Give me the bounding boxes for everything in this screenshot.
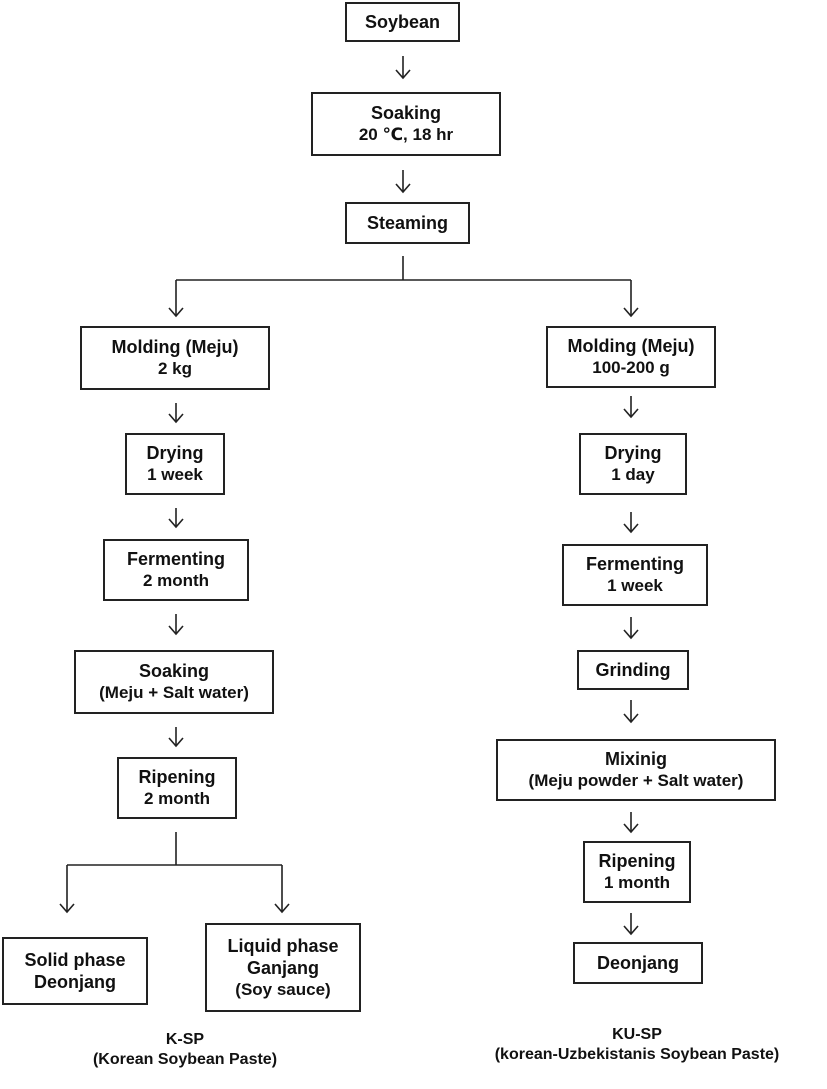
step-detail: 1 week <box>147 465 203 484</box>
k-result-liquid-phase: Liquid phase Ganjang (Soy sauce) <box>205 923 361 1012</box>
step-detail: (Meju + Salt water) <box>99 683 249 702</box>
ku-step-molding: Molding (Meju) 100-200 g <box>546 326 716 388</box>
step-label: Soaking <box>138 661 209 681</box>
k-step-molding: Molding (Meju) 2 kg <box>80 326 270 390</box>
arrow-ku-grinding-to-mixing <box>623 700 639 724</box>
result-label: Liquid phase <box>227 935 339 956</box>
result-label: Solid phase <box>24 950 126 970</box>
step-detail: (Meju powder + Salt water) <box>528 771 744 790</box>
ku-result-deonjang: Deonjang <box>573 942 703 984</box>
split-connector-main <box>176 256 631 281</box>
step-label: Molding (Meju) <box>567 336 695 356</box>
step-soaking: Soaking 20 ℃, 18 hr <box>311 92 501 156</box>
step-detail: 2 month <box>143 789 211 808</box>
arrow-soaking-to-steaming <box>395 170 411 194</box>
step-label: Drying <box>604 443 662 463</box>
caption-title: K-SP <box>165 1031 205 1048</box>
arrow-ku-fermenting-to-grinding <box>623 617 639 640</box>
ku-step-grinding: Grinding <box>577 650 689 690</box>
step-label: Ripening <box>598 851 676 871</box>
step-label: Drying <box>146 443 204 463</box>
arrow-k-fermenting-to-soaking <box>168 614 184 636</box>
result-product: Deonjang <box>33 972 116 992</box>
ku-step-drying: Drying 1 day <box>579 433 687 495</box>
step-soybean: Soybean <box>345 2 460 42</box>
result-product: Deonjang <box>596 953 679 973</box>
step-label: Soybean <box>364 12 441 32</box>
arrow-k-split-to-liquid <box>274 865 290 914</box>
ku-step-mixing: Mixinig (Meju powder + Salt water) <box>496 739 776 801</box>
result-product: Ganjang <box>246 957 319 978</box>
step-label: Molding (Meju) <box>111 337 239 357</box>
k-step-fermenting: Fermenting 2 month <box>103 539 249 601</box>
step-label: Mixinig <box>605 749 667 769</box>
caption-ku-sp: KU-SP (korean-Uzbekistanis Soybean Paste… <box>467 1025 807 1065</box>
arrow-ku-drying-to-fermenting <box>623 512 639 534</box>
step-detail: 20 ℃, 18 hr <box>358 125 454 144</box>
step-detail: 1 month <box>603 873 671 892</box>
step-label: Ripening <box>138 767 216 787</box>
result-note: (Soy sauce) <box>235 979 331 999</box>
k-result-solid-phase: Solid phase Deonjang <box>2 937 148 1005</box>
ku-step-ripening: Ripening 1 month <box>583 841 691 903</box>
step-detail: 2 month <box>142 571 210 590</box>
step-detail: 100-200 g <box>592 358 670 377</box>
arrow-k-molding-to-drying <box>168 403 184 424</box>
arrow-k-soaking-to-ripening <box>168 727 184 748</box>
caption-subtitle: (korean-Uzbekistanis Soybean Paste) <box>494 1046 780 1063</box>
ku-step-fermenting: Fermenting 1 week <box>562 544 708 606</box>
step-label: Steaming <box>366 213 449 233</box>
step-detail: 2 kg <box>157 359 193 378</box>
caption-subtitle: (Korean Soybean Paste) <box>92 1051 278 1068</box>
step-label: Fermenting <box>126 549 225 569</box>
step-detail: 1 day <box>611 465 655 484</box>
arrow-ku-ripening-to-deonjang <box>623 913 639 936</box>
arrow-ku-mixing-to-ripening <box>623 812 639 834</box>
arrow-soybean-to-soaking <box>395 56 411 80</box>
arrow-split-to-ku-molding <box>623 280 639 318</box>
arrow-ku-molding-to-drying <box>623 396 639 419</box>
arrow-split-to-k-molding <box>168 280 184 318</box>
step-detail: 1 week <box>607 576 663 595</box>
arrow-k-split-to-solid <box>59 865 75 914</box>
step-label: Fermenting <box>585 554 684 574</box>
arrow-k-drying-to-fermenting <box>168 508 184 529</box>
step-steaming: Steaming <box>345 202 470 244</box>
k-step-drying: Drying 1 week <box>125 433 225 495</box>
split-connector-k <box>67 832 282 866</box>
step-label: Soaking <box>370 103 441 123</box>
caption-k-sp: K-SP (Korean Soybean Paste) <box>40 1030 330 1070</box>
k-step-ripening: Ripening 2 month <box>117 757 237 819</box>
caption-title: KU-SP <box>612 1026 662 1043</box>
step-label: Grinding <box>595 660 671 680</box>
k-step-soaking: Soaking (Meju + Salt water) <box>74 650 274 714</box>
